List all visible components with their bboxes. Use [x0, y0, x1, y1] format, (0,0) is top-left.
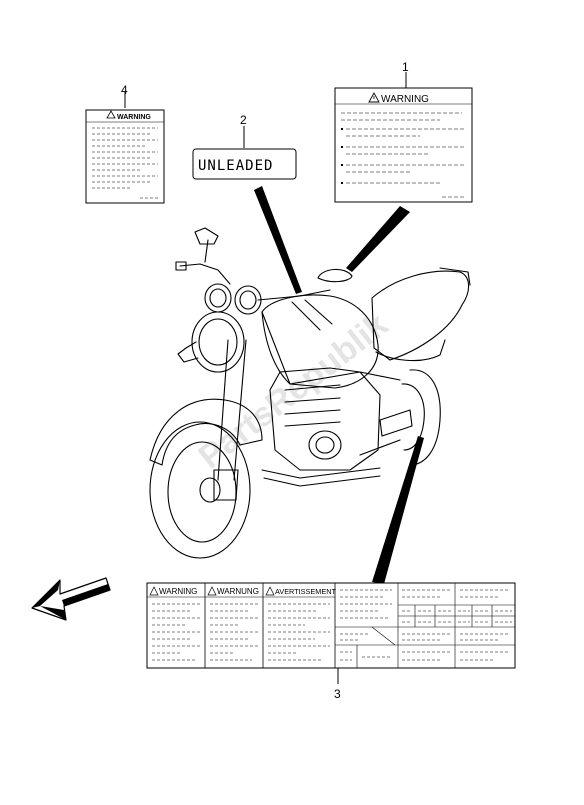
warning-triangle-icon: [149, 586, 275, 596]
warning-en-text: WARNING: [159, 587, 197, 596]
callout-2: 2: [240, 113, 247, 127]
label-4-warning-sticker: 4 WARNING: [85, 83, 165, 204]
label-3-multilanguage-sticker: 3 WARNING WARNUNG AVERTISSEMENT: [146, 582, 516, 701]
warning-de-text: WARNUNG: [217, 587, 259, 596]
front-direction-arrow-icon: [31, 577, 111, 621]
unleaded-text: UNLEADED: [198, 158, 273, 174]
label-1-warning-text: WARNING: [381, 94, 429, 105]
warning-fr-text: AVERTISSEMENT: [275, 587, 336, 596]
warning-triangle-icon: [368, 92, 380, 103]
watermark: PartsRepublik: [192, 306, 396, 477]
callout-4: 4: [121, 83, 128, 97]
label-1-warning-sticker: 1 WARNING: [334, 60, 473, 203]
pointer-arrows: [254, 186, 424, 584]
label-4-warning-text: WARNING: [117, 114, 151, 121]
callout-3: 3: [334, 687, 341, 701]
warning-triangle-icon: [106, 110, 116, 119]
callout-1: 1: [402, 60, 409, 74]
motorcycle-illustration: [149, 227, 471, 559]
label-2-unleaded-sticker: 2 UNLEADED: [192, 113, 297, 180]
